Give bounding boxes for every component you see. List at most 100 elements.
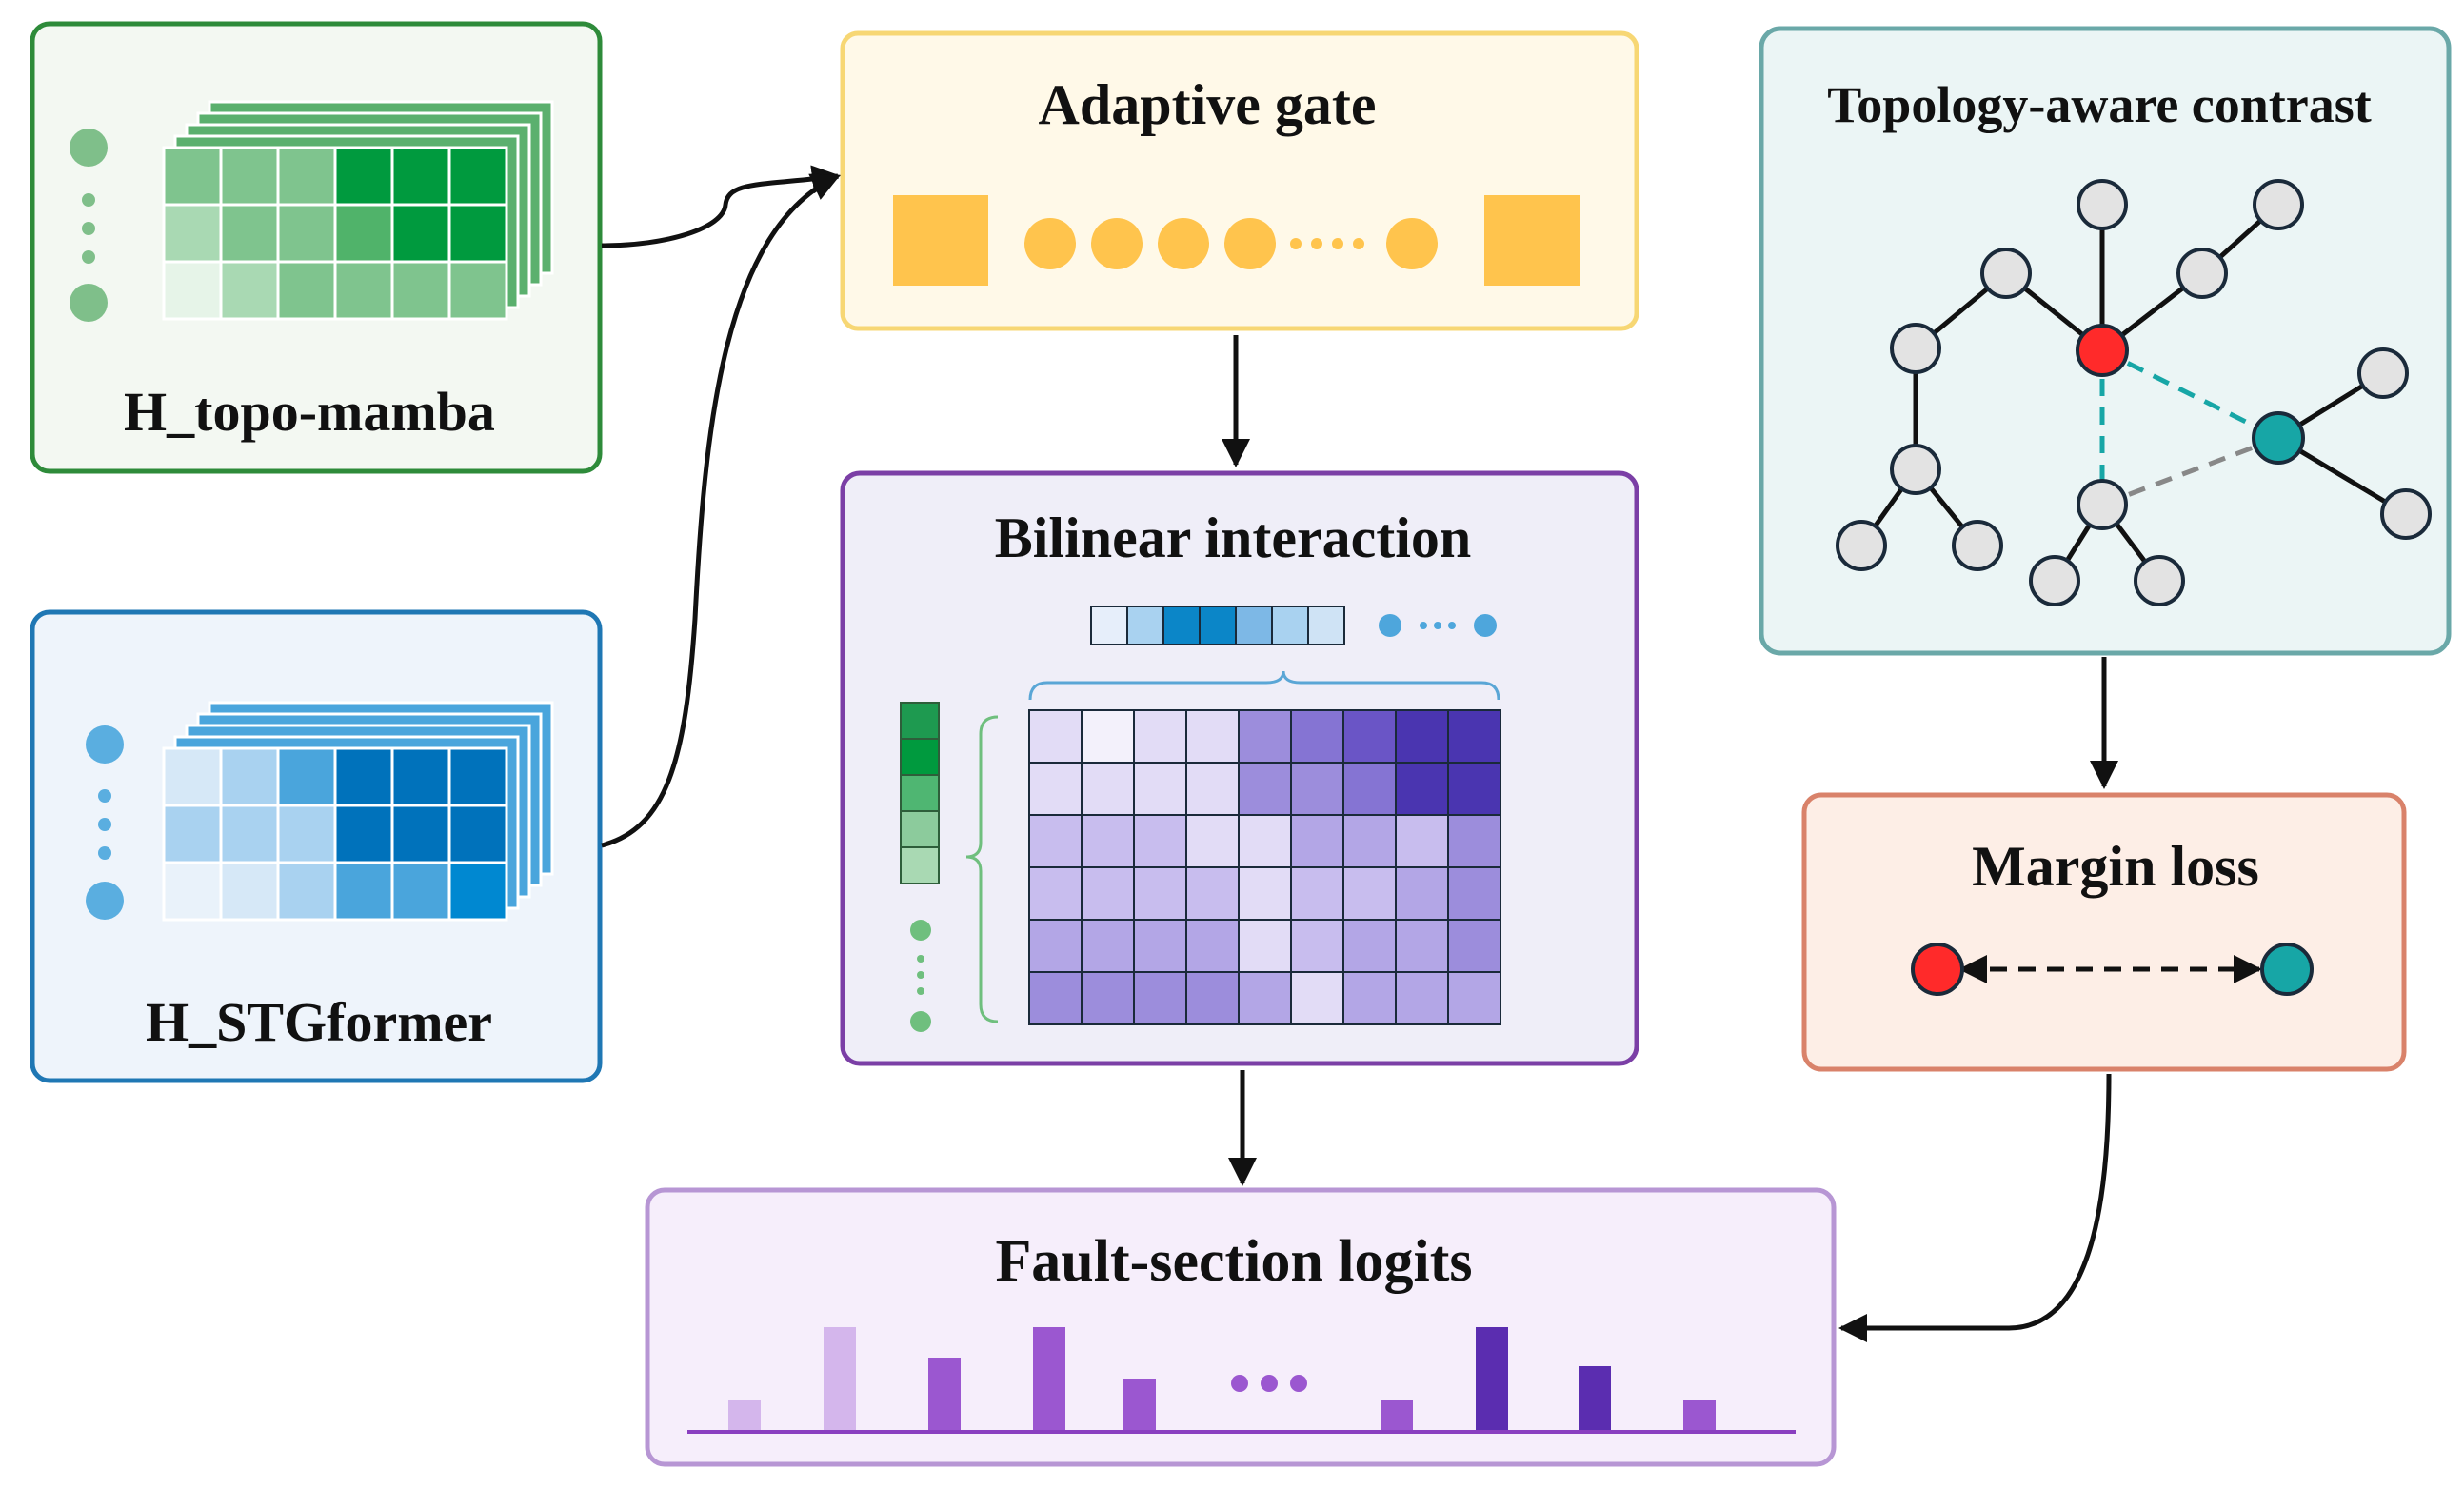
fault-section-logits-label: Fault-section logits bbox=[995, 1229, 1472, 1294]
stack-cell bbox=[276, 861, 337, 922]
stack-cell bbox=[447, 746, 508, 807]
matrix-cell bbox=[1238, 971, 1292, 1025]
matrix-cell bbox=[1238, 709, 1292, 764]
matrix-cell bbox=[1290, 866, 1344, 921]
stgformer-label: H_STGformer bbox=[146, 991, 492, 1053]
stack-cell bbox=[447, 146, 508, 207]
vector-cell bbox=[900, 702, 940, 740]
matrix-cell bbox=[1185, 866, 1240, 921]
adaptive-gate-block: Adaptive gate bbox=[840, 30, 1639, 331]
matrix-cell bbox=[1185, 919, 1240, 973]
matrix-cell bbox=[1028, 971, 1083, 1025]
stack-cell bbox=[276, 146, 337, 207]
graph-node bbox=[2357, 347, 2409, 399]
graph-nodes bbox=[1836, 179, 2432, 606]
matrix-cell bbox=[1238, 919, 1292, 973]
stack-cell bbox=[333, 804, 394, 864]
matrix-cell bbox=[1185, 762, 1240, 816]
stack-cell bbox=[276, 746, 337, 807]
stack-cell bbox=[162, 804, 223, 864]
negative-node-red bbox=[1911, 943, 1964, 996]
stack-cell bbox=[219, 260, 280, 321]
matrix-cell bbox=[1290, 971, 1344, 1025]
stack-cell bbox=[333, 203, 394, 264]
logit-bar bbox=[728, 1400, 761, 1430]
graph-node bbox=[2380, 488, 2432, 540]
bilinear-interaction-label: Bilinear interaction bbox=[995, 506, 1472, 569]
positive-node-teal bbox=[2260, 943, 2314, 996]
graph-node bbox=[2029, 555, 2080, 606]
matrix-cell bbox=[1238, 866, 1292, 921]
fault-section-logits-block: Fault-section logits bbox=[645, 1187, 1837, 1467]
graph-node bbox=[1890, 323, 1941, 374]
interaction-matrix bbox=[1028, 709, 1501, 1025]
topo-mamba-block: H_topo-mamba bbox=[30, 21, 603, 474]
graph-node bbox=[1890, 444, 1941, 495]
matrix-cell bbox=[1447, 762, 1501, 816]
stack-cell bbox=[162, 260, 223, 321]
stack-cell bbox=[447, 804, 508, 864]
matrix-cell bbox=[1395, 919, 1449, 973]
connectors bbox=[601, 165, 2118, 1342]
stgformer-block: H_STGformer bbox=[30, 609, 603, 1083]
matrix-cell bbox=[1290, 709, 1344, 764]
graph-node bbox=[1836, 520, 1887, 571]
matrix-cell bbox=[1395, 709, 1449, 764]
graph-node bbox=[2176, 248, 2228, 299]
graph-node bbox=[2077, 179, 2128, 230]
matrix-cell bbox=[1133, 971, 1187, 1025]
stack-cell bbox=[219, 146, 280, 207]
stack-cell bbox=[276, 260, 337, 321]
token-dot bbox=[70, 129, 108, 167]
vector-cell bbox=[900, 774, 940, 812]
token-dot bbox=[86, 882, 124, 920]
vector-cell bbox=[1235, 606, 1273, 645]
matrix-cell bbox=[1133, 709, 1187, 764]
vector-cell bbox=[1162, 606, 1201, 645]
matrix-cell bbox=[1028, 866, 1083, 921]
logit-bar bbox=[1033, 1327, 1065, 1430]
vector-cell bbox=[900, 738, 940, 776]
matrix-cell bbox=[1081, 814, 1135, 868]
graph-node bbox=[1952, 520, 2003, 571]
topo-mamba-label: H_topo-mamba bbox=[124, 381, 495, 443]
matrix-cell bbox=[1081, 709, 1135, 764]
logit-bar bbox=[1381, 1400, 1413, 1430]
logit-bar bbox=[1683, 1400, 1716, 1430]
matrix-cell bbox=[1290, 762, 1344, 816]
vector-cell bbox=[1271, 606, 1309, 645]
adaptive-gate-label: Adaptive gate bbox=[1039, 73, 1377, 136]
matrix-cell bbox=[1133, 814, 1187, 868]
matrix-cell bbox=[1081, 762, 1135, 816]
matrix-cell bbox=[1342, 866, 1397, 921]
matrix-cell bbox=[1447, 866, 1501, 921]
stack-cell bbox=[390, 746, 451, 807]
margin-loss-block: Margin loss bbox=[1801, 792, 2407, 1072]
stack-cell bbox=[447, 260, 508, 321]
stack-cell bbox=[390, 260, 451, 321]
positive-node-teal bbox=[2252, 411, 2305, 465]
gate-output-square bbox=[1484, 195, 1580, 286]
stack-cell bbox=[276, 804, 337, 864]
vector-cell bbox=[1126, 606, 1164, 645]
logit-bar bbox=[824, 1327, 856, 1430]
matrix-cell bbox=[1185, 971, 1240, 1025]
vector-cell bbox=[1307, 606, 1345, 645]
matrix-cell bbox=[1290, 814, 1344, 868]
stack-cell bbox=[333, 146, 394, 207]
logit-bars bbox=[728, 1327, 1716, 1430]
matrix-cell bbox=[1395, 971, 1449, 1025]
topology-contrast-label: Topology-aware contrast bbox=[1827, 76, 2372, 133]
matrix-cell bbox=[1185, 709, 1240, 764]
matrix-cell bbox=[1028, 814, 1083, 868]
stack-cell bbox=[333, 260, 394, 321]
matrix-cell bbox=[1342, 762, 1397, 816]
matrix-cell bbox=[1028, 709, 1083, 764]
vector-cell bbox=[1199, 606, 1237, 645]
matrix-cell bbox=[1133, 919, 1187, 973]
matrix-cell bbox=[1133, 762, 1187, 816]
matrix-cell bbox=[1395, 866, 1449, 921]
graph-node bbox=[1980, 248, 2032, 299]
stack-cell bbox=[333, 746, 394, 807]
